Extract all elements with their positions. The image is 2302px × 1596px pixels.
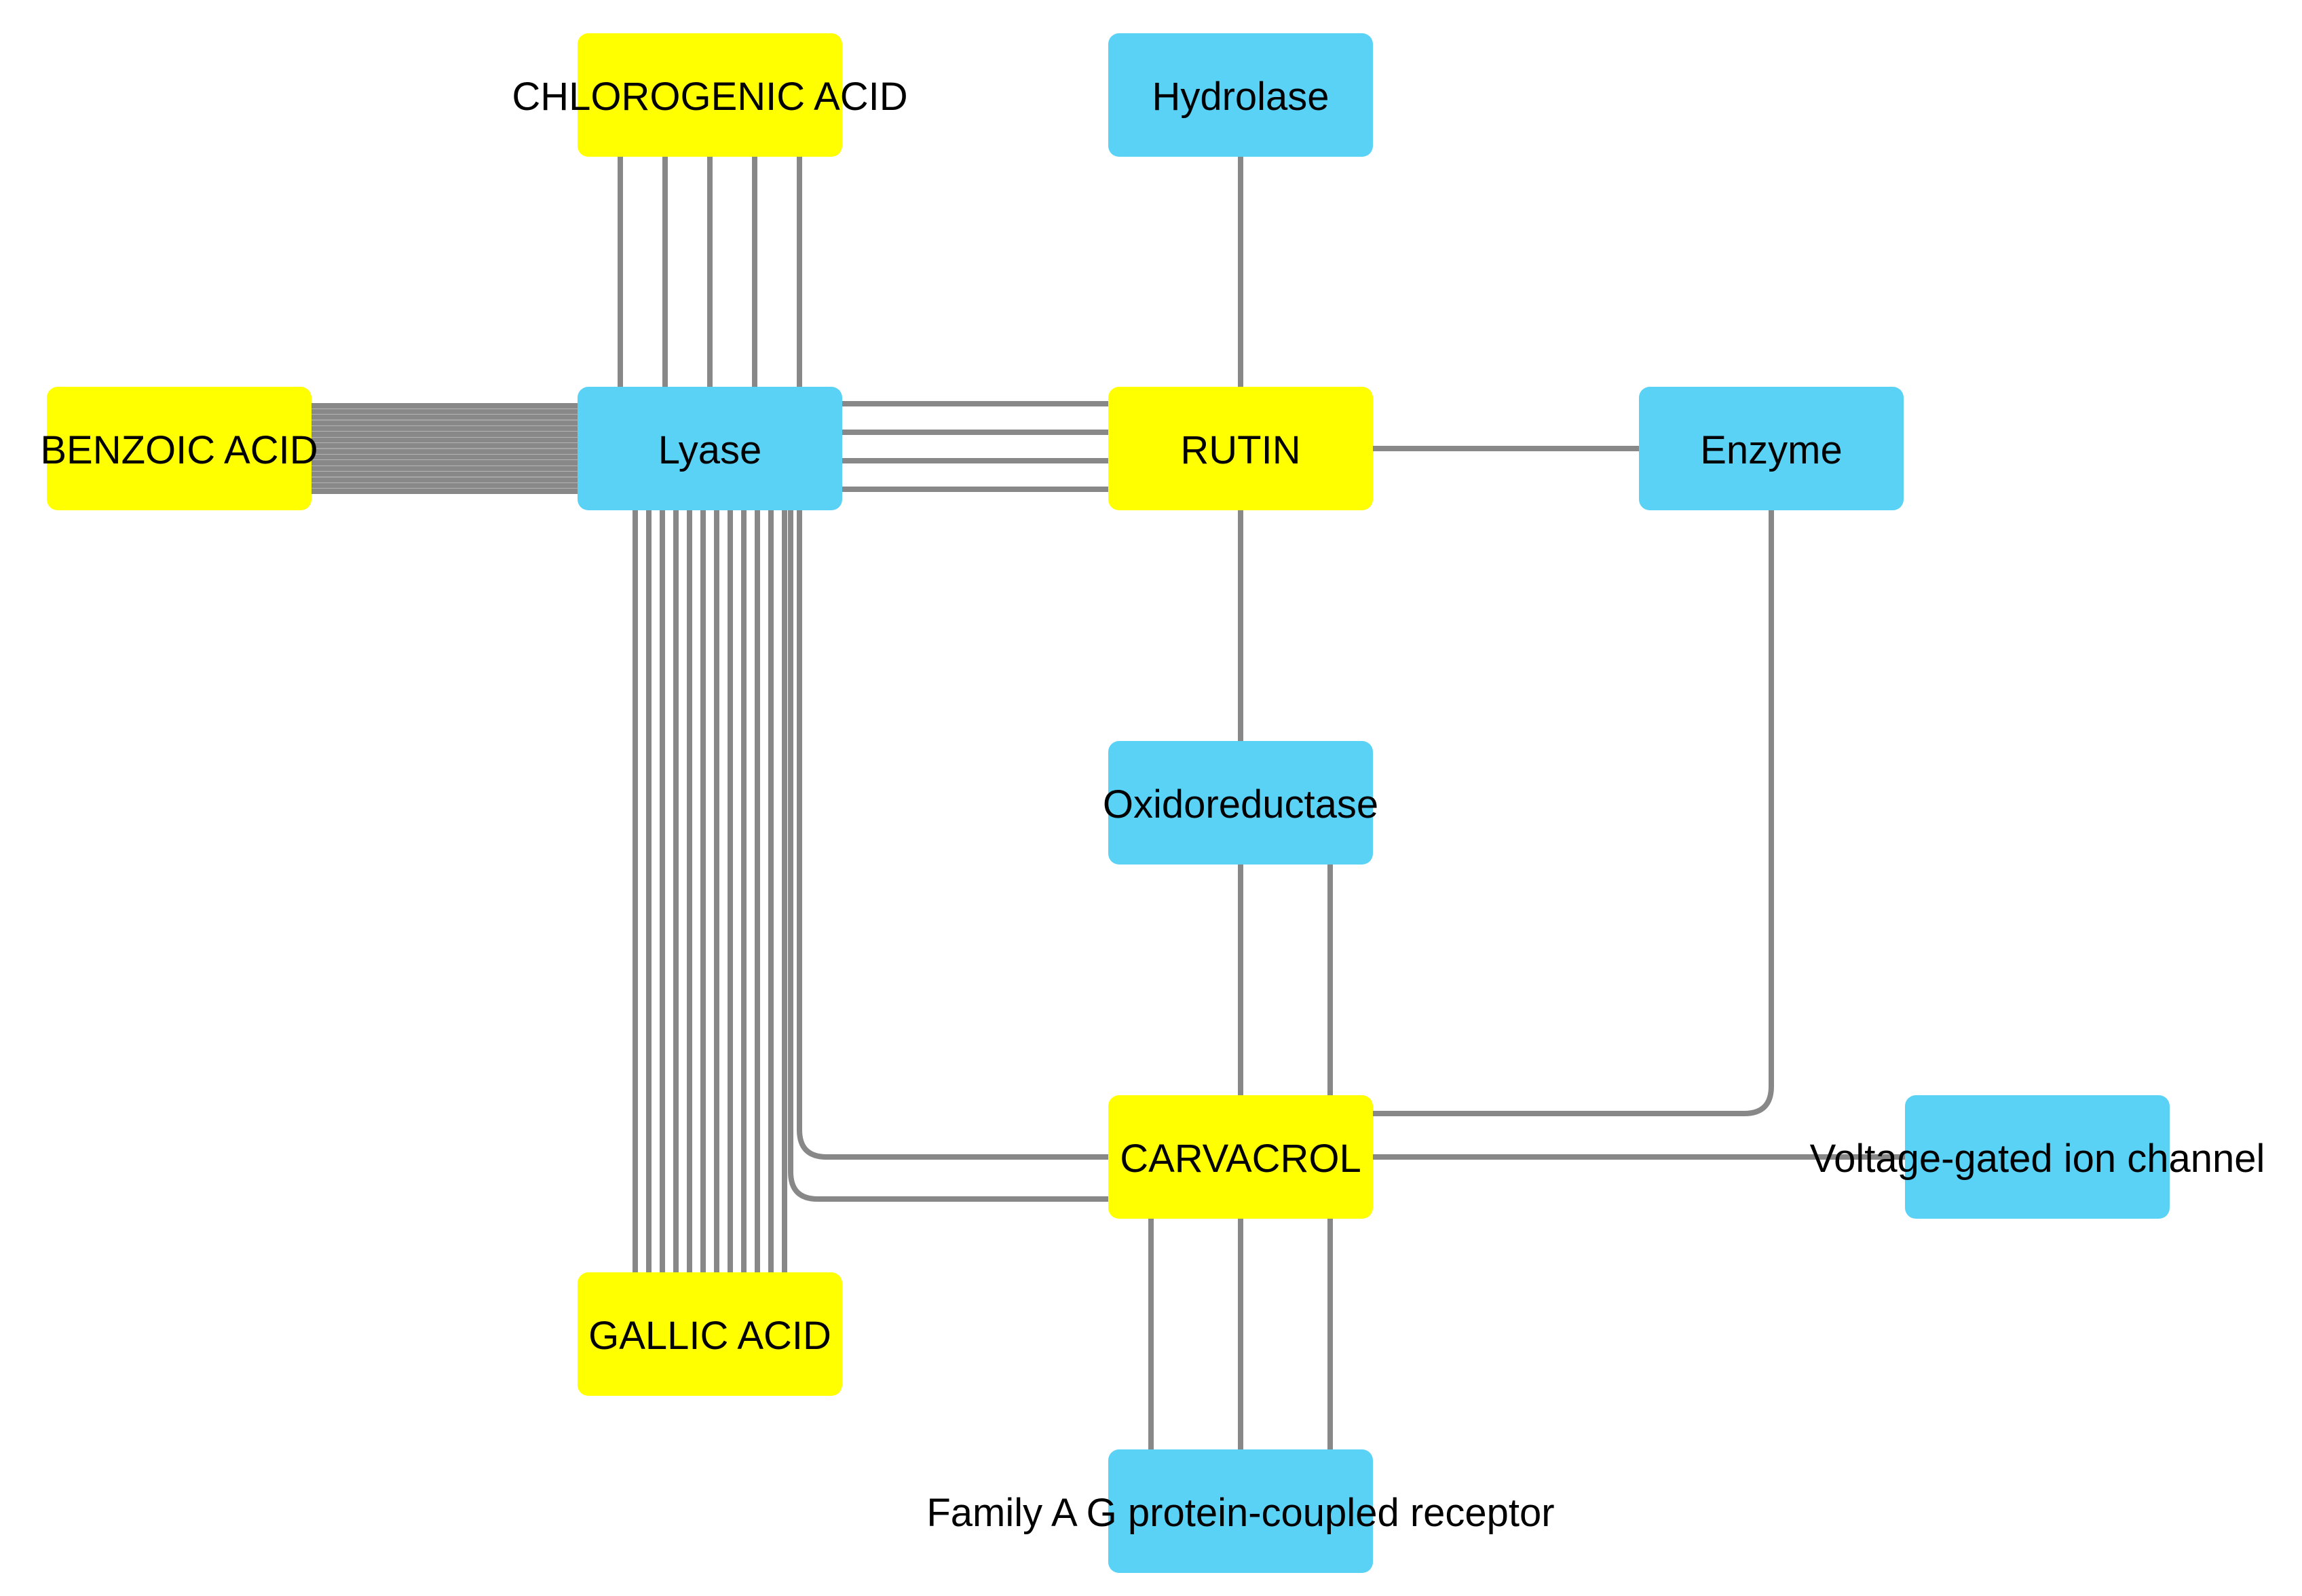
chlorogenic-acid-node[interactable] <box>578 33 842 157</box>
carvacrol-label: CARVACROL <box>1120 1137 1361 1181</box>
oxidoreductase-node[interactable] <box>1108 741 1373 864</box>
oxidoreductase-label: Oxidoreductase <box>1103 782 1378 826</box>
gpcr-node[interactable] <box>1108 1449 1373 1573</box>
enzyme-node[interactable] <box>1639 387 1904 510</box>
enzyme-label: Enzyme <box>1700 428 1843 472</box>
gpcr-label: Family A G protein-coupled receptor <box>926 1491 1554 1535</box>
labels-layer: CHLOROGENIC ACID Hydrolase BENZOIC ACID … <box>40 75 2265 1535</box>
rutin-label: RUTIN <box>1180 428 1300 472</box>
hydrolase-node[interactable] <box>1108 33 1373 157</box>
gallic-acid-node[interactable] <box>578 1272 842 1396</box>
rutin-node[interactable] <box>1108 387 1373 510</box>
voltage-gated-ion-channel-label: Voltage-gated ion channel <box>1810 1137 2265 1181</box>
lyase-label: Lyase <box>658 428 762 472</box>
edge-carvacrol-enzyme <box>1370 508 1774 1116</box>
edge-carvacrol-lyase-1 <box>788 508 1111 1202</box>
lyase-node[interactable] <box>578 387 842 510</box>
benzoic-acid-label: BENZOIC ACID <box>40 428 318 472</box>
hydrolase-label: Hydrolase <box>1152 75 1329 119</box>
carvacrol-node[interactable] <box>1108 1095 1373 1219</box>
chlorogenic-acid-label: CHLOROGENIC ACID <box>512 75 907 119</box>
gallic-acid-label: GALLIC ACID <box>588 1314 831 1358</box>
voltage-gated-node[interactable] <box>1905 1095 2170 1219</box>
nodes-layer <box>47 33 2170 1573</box>
benzoic-acid-node[interactable] <box>47 387 312 510</box>
edge-carvacrol-lyase-0 <box>797 508 1111 1160</box>
edges-layer <box>309 154 1908 1452</box>
